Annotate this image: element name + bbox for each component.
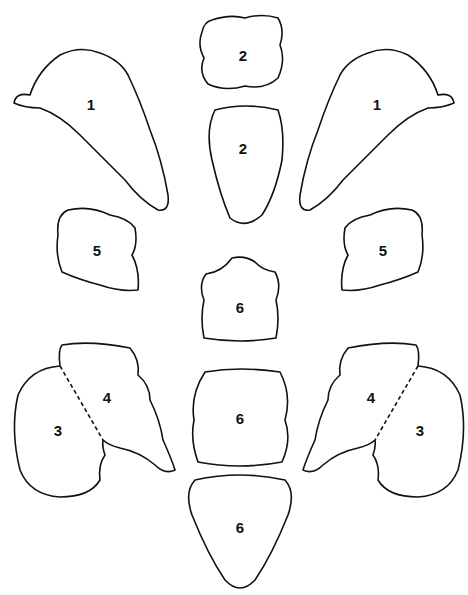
bone-shape: 4 bbox=[300, 337, 423, 478]
callout-number: 5 bbox=[93, 243, 101, 258]
callout-number: 5 bbox=[379, 243, 387, 258]
callout-number: 6 bbox=[236, 411, 244, 426]
dashed-suture-left bbox=[60, 366, 103, 440]
bone-shape: 4 bbox=[55, 337, 178, 478]
dashed-suture-right bbox=[375, 366, 418, 440]
callout-number: 3 bbox=[54, 423, 62, 438]
bone-shape: 3 bbox=[7, 363, 108, 500]
bone-outline bbox=[295, 42, 457, 215]
bone-shape: 6 bbox=[181, 467, 299, 595]
bone-shape: 1 bbox=[11, 42, 173, 215]
bone-shape: 6 bbox=[195, 252, 285, 347]
callout-number: 6 bbox=[236, 520, 244, 535]
bone-shape: 3 bbox=[370, 363, 468, 500]
callout-number: 6 bbox=[236, 300, 244, 315]
callout-number: 4 bbox=[103, 390, 111, 405]
bone-outline bbox=[300, 337, 423, 478]
bone-shape: 5 bbox=[52, 202, 143, 295]
bone-outline bbox=[11, 42, 173, 215]
callout-number: 1 bbox=[87, 97, 95, 112]
callout-number: 2 bbox=[239, 141, 247, 156]
bone-shape: 2 bbox=[194, 10, 289, 95]
bone-shape: 1 bbox=[295, 42, 457, 215]
bone-shape: 6 bbox=[187, 363, 295, 473]
bone-outline bbox=[55, 337, 178, 478]
bone-shape: 5 bbox=[337, 202, 428, 295]
callout-number: 2 bbox=[239, 48, 247, 63]
callout-number: 3 bbox=[416, 423, 424, 438]
bone-outline bbox=[202, 99, 288, 233]
callout-number: 1 bbox=[373, 97, 381, 112]
bone-shape: 2 bbox=[202, 99, 288, 233]
callout-number: 4 bbox=[367, 390, 375, 405]
